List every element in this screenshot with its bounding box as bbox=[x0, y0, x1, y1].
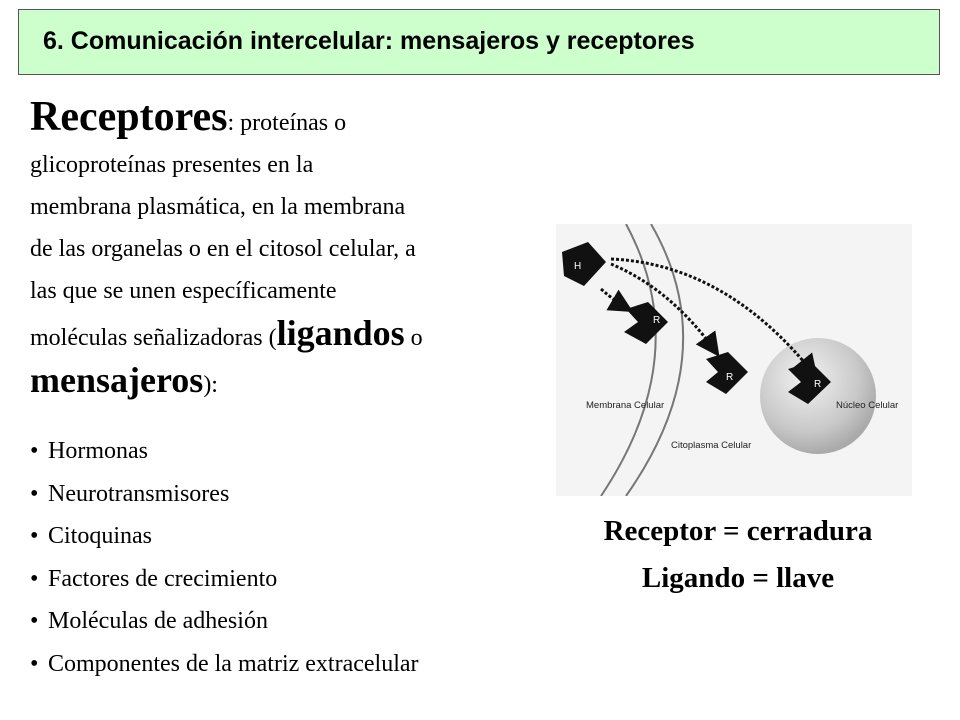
list-item: • Citoquinas bbox=[30, 515, 419, 558]
bullet-icon: • bbox=[30, 480, 39, 507]
bullet-icon: • bbox=[30, 523, 39, 549]
nucleus-receptor-label: R bbox=[814, 379, 821, 390]
caption-line-2: Ligando = llave bbox=[641, 562, 835, 594]
list-item: • Neurotransmisores bbox=[30, 473, 419, 516]
term-ligandos: ligandos bbox=[276, 313, 405, 353]
nucleus-circle bbox=[760, 338, 876, 454]
outer-membrane-line bbox=[600, 223, 657, 497]
list-item: • Moléculas de adhesión bbox=[30, 600, 419, 643]
definition-paragraph: Receptores: proteínas o glicoproteínas p… bbox=[30, 96, 550, 406]
nucleus-label: Núcleo Celular bbox=[836, 400, 898, 411]
arrow-to-nucleus bbox=[610, 257, 818, 379]
arrow-to-cytoplasm bbox=[610, 262, 720, 357]
term-receptores: Receptores bbox=[30, 94, 228, 140]
list-item-label: Componentes de la matriz extracelular bbox=[48, 650, 419, 677]
arrow-to-membrane bbox=[600, 287, 634, 313]
cytoplasm-receptor-label: R bbox=[726, 372, 733, 383]
nucleus-receptor-shape bbox=[788, 362, 831, 404]
bullet-icon: • bbox=[30, 565, 39, 592]
list-item-label: Factores de crecimiento bbox=[48, 565, 278, 592]
receptor-diagram: H R R R Membrana Celular Citoplasma Celu… bbox=[556, 223, 912, 497]
definition-line-4: de las organelas o en el citosol celular… bbox=[30, 236, 416, 262]
hormone-label: H bbox=[574, 261, 581, 272]
definition-text: moléculas señalizadoras ( bbox=[30, 325, 277, 351]
hormone-shape bbox=[562, 242, 606, 286]
definition-line-5: las que se unen específicamente bbox=[30, 278, 337, 304]
bullet-icon: • bbox=[30, 650, 39, 677]
membrane-label: Membrana Celular bbox=[586, 400, 664, 411]
membrane-receptor-label: R bbox=[653, 315, 660, 326]
receptor-diagram-svg: H R R R Membrana Celular Citoplasma Celu… bbox=[562, 223, 898, 497]
list-item: • Hormonas bbox=[30, 430, 419, 473]
definition-line-2: glicoproteínas presentes en la bbox=[30, 152, 314, 178]
definition-text: o bbox=[404, 325, 423, 351]
list-item-label: Hormonas bbox=[48, 438, 148, 464]
cytoplasm-receptor-shape bbox=[706, 352, 748, 394]
bullet-icon: • bbox=[30, 438, 39, 464]
list-item-label: Moléculas de adhesión bbox=[48, 608, 268, 634]
definition-line-3: membrana plasmática, en la membrana bbox=[30, 194, 406, 220]
title-banner: 6. Comunicación intercelular: mensajeros… bbox=[18, 9, 940, 75]
list-item: • Componentes de la matriz extracelular bbox=[30, 643, 419, 686]
page-title: 6. Comunicación intercelular: mensajeros… bbox=[43, 27, 695, 55]
definition-text: ): bbox=[203, 372, 218, 398]
definition-line-1: Receptores: proteínas o bbox=[30, 96, 550, 144]
list-item: • Factores de crecimiento bbox=[30, 558, 419, 601]
cytoplasm-label: Citoplasma Celular bbox=[671, 440, 751, 451]
definition-text: : proteínas o bbox=[227, 110, 347, 136]
list-item-label: Neurotransmisores bbox=[48, 480, 230, 507]
list-item-label: Citoquinas bbox=[48, 523, 153, 549]
caption-line-1: Receptor = cerradura bbox=[603, 515, 873, 547]
definition-line-7: mensajeros): bbox=[30, 359, 550, 406]
definition-line-6: moléculas señalizadoras (ligandos o bbox=[30, 312, 550, 359]
membrane-receptor-shape bbox=[624, 302, 668, 344]
ligand-type-list: • Hormonas • Neurotransmisores • Citoquinas… bbox=[30, 430, 419, 685]
term-mensajeros: mensajeros bbox=[30, 360, 204, 400]
bullet-icon: • bbox=[30, 608, 39, 634]
inner-membrane-line bbox=[625, 223, 685, 497]
